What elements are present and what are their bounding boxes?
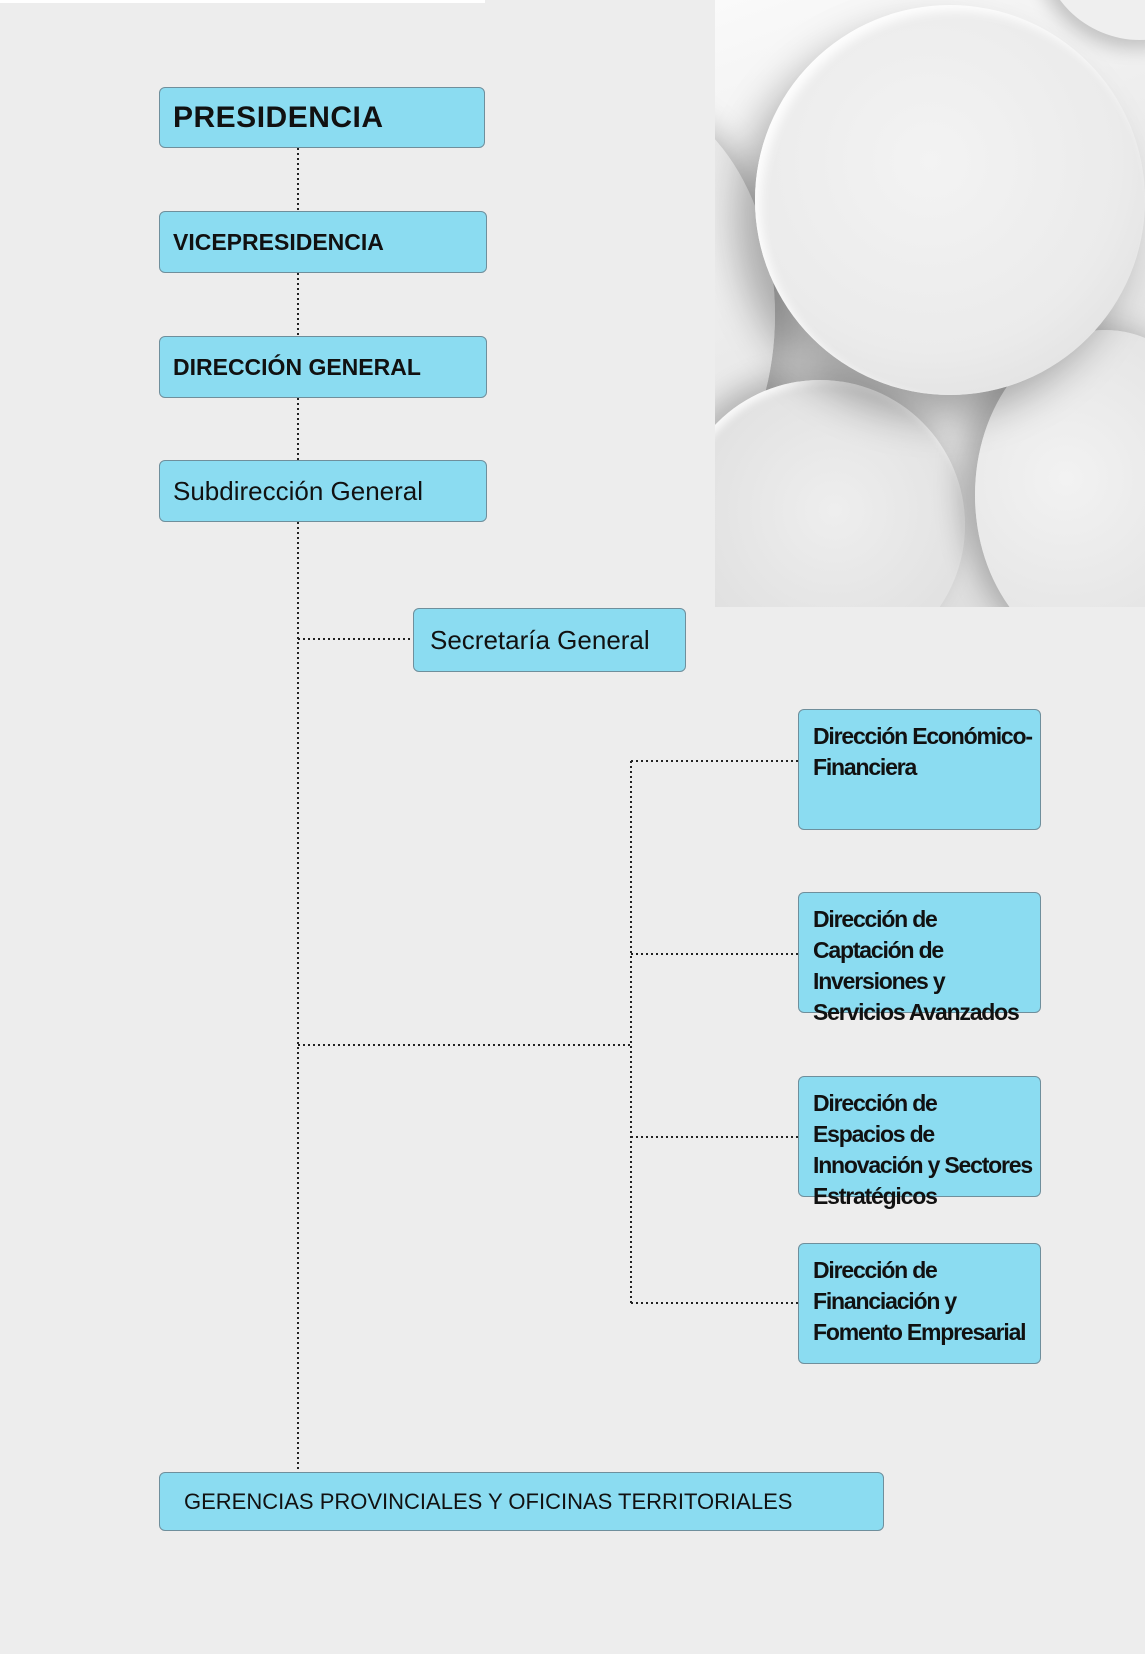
gerencias-box: GERENCIAS PROVINCIALES Y OFICINAS TERRIT… bbox=[159, 1472, 884, 1531]
direccion-economico-financiera-box: Dirección Económico- Financiera bbox=[798, 709, 1041, 830]
vicepresidencia-box: VICEPRESIDENCIA bbox=[159, 211, 487, 273]
direccion-espacios-label: Dirección de Espacios de Innovación y Se… bbox=[813, 1090, 1033, 1209]
decorative-circles-image bbox=[715, 0, 1145, 607]
secretaria-general-box: Secretaría General bbox=[413, 608, 686, 672]
subdireccion-general-label: Subdirección General bbox=[173, 475, 424, 506]
direccion-captacion-box: Dirección de Captación de Inversiones y … bbox=[798, 892, 1041, 1025]
presidencia-label: PRESIDENCIA bbox=[173, 100, 384, 134]
vicepresidencia-label: VICEPRESIDENCIA bbox=[173, 228, 384, 255]
direccion-general-box: DIRECCIÓN GENERAL bbox=[159, 336, 487, 398]
direccion-espacios-box: Dirección de Espacios de Innovación y Se… bbox=[798, 1076, 1041, 1209]
direccion-financiacion-box: Dirección de Financiación y Fomento Empr… bbox=[798, 1243, 1041, 1364]
presidencia-box: PRESIDENCIA bbox=[159, 87, 485, 148]
direccion-general-label: DIRECCIÓN GENERAL bbox=[173, 353, 421, 380]
direccion-financiacion-label: Dirección de Financiación y Fomento Empr… bbox=[813, 1257, 1027, 1345]
top-strip bbox=[0, 0, 485, 3]
direccion-economico-financiera-label: Dirección Económico- Financiera bbox=[813, 723, 1033, 780]
gerencias-label: GERENCIAS PROVINCIALES Y OFICINAS TERRIT… bbox=[184, 1488, 793, 1514]
subdireccion-general-box: Subdirección General bbox=[159, 460, 487, 522]
secretaria-general-label: Secretaría General bbox=[430, 624, 650, 655]
direccion-captacion-label: Dirección de Captación de Inversiones y … bbox=[813, 906, 1020, 1025]
